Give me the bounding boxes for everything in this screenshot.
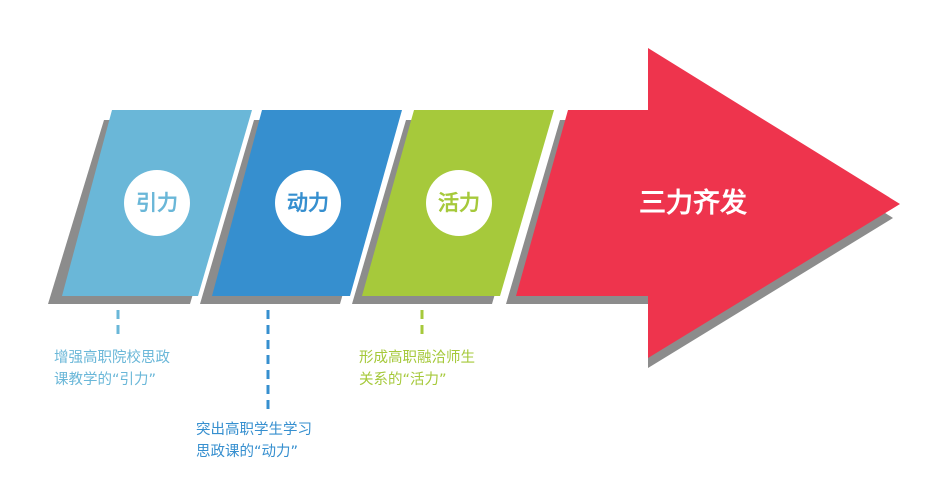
caption-dongli-line2: 思政课的“动力”: [196, 443, 298, 460]
caption-dongli-line1: 突出高职学生学习: [196, 421, 312, 438]
arrow-sanli-qifa: [516, 48, 900, 358]
circle-huoli: [426, 170, 492, 236]
label-huoli: 活力: [438, 191, 480, 215]
caption-huoli-line1: 形成高职融洽师生: [359, 349, 475, 366]
caption-yinli-line1: 增强高职院校思政: [54, 349, 170, 366]
label-dongli: 动力: [287, 191, 329, 215]
circle-dongli: [275, 170, 341, 236]
caption-yinli-line2: 课教学的“引力”: [54, 371, 156, 388]
circle-yinli: [124, 170, 190, 236]
label-yinli: 引力: [136, 191, 178, 215]
caption-huoli-line2: 关系的“活力”: [359, 371, 447, 388]
arrow-label: 三力齐发: [639, 187, 747, 219]
